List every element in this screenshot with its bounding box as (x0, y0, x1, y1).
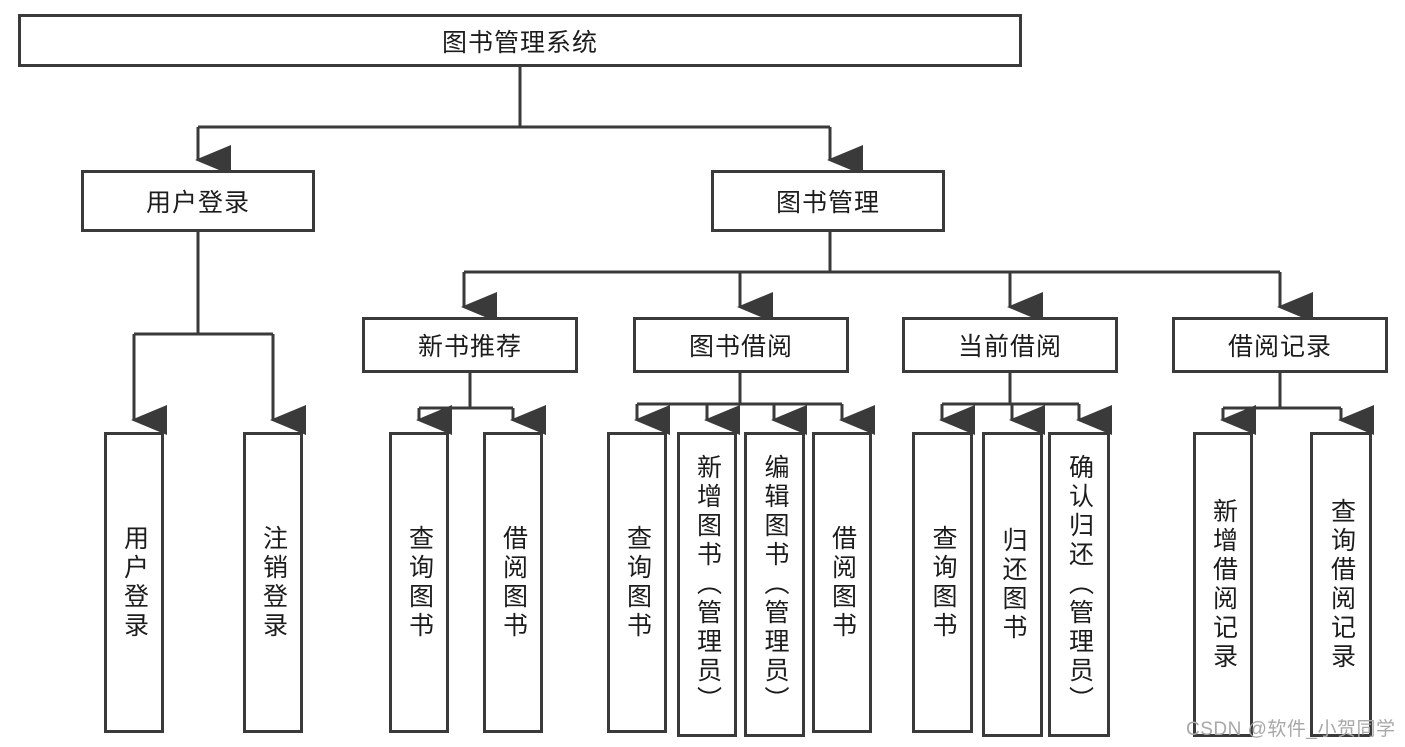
node-root-label: 图书管理系统 (441, 28, 598, 57)
node-user-login[interactable]: 用户登录 (81, 170, 315, 232)
leaf-query-book-2-label: 查询图书 (623, 524, 652, 641)
leaf-query-book-1[interactable]: 查询图书 (389, 432, 449, 733)
csdn-watermark: CSDN @软件_小贺同学 (1186, 719, 1396, 740)
node-borrow-record-label: 借阅记录 (1227, 333, 1332, 361)
node-book-borrow[interactable]: 图书借阅 (633, 317, 849, 373)
leaf-query-book-2[interactable]: 查询图书 (607, 432, 667, 733)
leaf-return-book[interactable]: 归还图书 (982, 432, 1043, 737)
leaf-borrow-book-1-label: 借阅图书 (499, 524, 528, 641)
leaf-confirm-return-admin-label: 确认归还（管理员） (1065, 454, 1094, 715)
leaf-add-borrow-record[interactable]: 新增借阅记录 (1193, 432, 1253, 737)
leaf-add-borrow-record-label: 新增借阅记录 (1209, 497, 1238, 672)
node-current-borrow-label: 当前借阅 (957, 333, 1062, 361)
leaf-query-borrow-record[interactable]: 查询借阅记录 (1310, 432, 1372, 737)
leaf-edit-book-admin-label: 编辑图书（管理员） (761, 454, 789, 715)
leaf-logout-login[interactable]: 注销登录 (243, 432, 303, 733)
node-new-book-recommend[interactable]: 新书推荐 (362, 317, 578, 373)
leaf-user-login-label: 用户登录 (120, 524, 149, 641)
node-book-borrow-label: 图书借阅 (688, 333, 793, 361)
leaf-query-book-3-label: 查询图书 (929, 524, 957, 641)
node-new-book-recommend-label: 新书推荐 (417, 333, 522, 361)
leaf-logout-login-label: 注销登录 (259, 524, 288, 641)
leaf-query-book-3[interactable]: 查询图书 (912, 432, 973, 733)
leaf-confirm-return-admin[interactable]: 确认归还（管理员） (1048, 432, 1110, 737)
leaf-query-book-1-label: 查询图书 (405, 524, 434, 641)
leaf-user-login[interactable]: 用户登录 (104, 432, 164, 733)
node-current-borrow[interactable]: 当前借阅 (902, 317, 1118, 373)
node-book-management-label: 图书管理 (775, 189, 880, 217)
leaf-add-book-admin[interactable]: 新增图书（管理员） (677, 432, 737, 737)
leaf-edit-book-admin[interactable]: 编辑图书（管理员） (744, 432, 805, 737)
leaf-query-borrow-record-label: 查询借阅记录 (1327, 497, 1356, 672)
node-borrow-record[interactable]: 借阅记录 (1172, 317, 1388, 373)
leaf-add-book-admin-label: 新增图书（管理员） (693, 454, 722, 715)
leaf-borrow-book-1[interactable]: 借阅图书 (483, 432, 543, 733)
leaf-borrow-book-2[interactable]: 借阅图书 (812, 432, 872, 733)
node-root[interactable]: 图书管理系统 (18, 14, 1022, 67)
leaf-borrow-book-2-label: 借阅图书 (828, 524, 857, 641)
leaf-return-book-label: 归还图书 (999, 526, 1027, 643)
node-user-login-label: 用户登录 (145, 189, 250, 217)
node-book-management[interactable]: 图书管理 (711, 170, 945, 232)
